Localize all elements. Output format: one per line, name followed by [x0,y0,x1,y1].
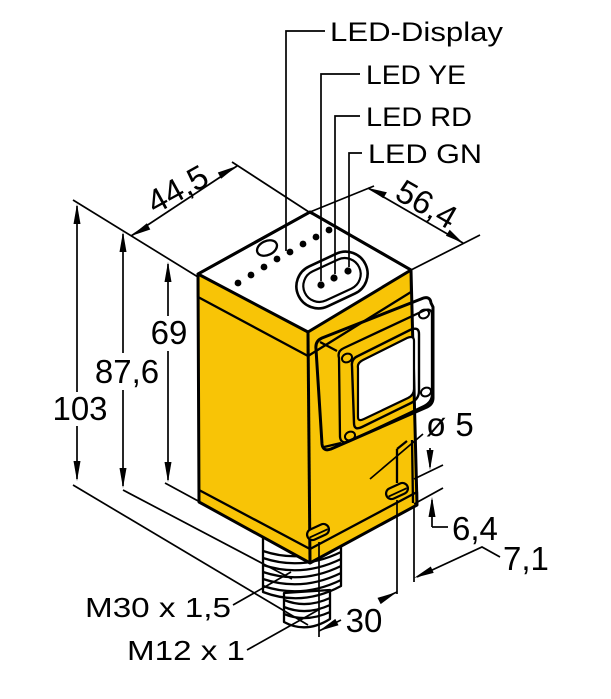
status-led-dots [317,267,352,289]
dimension-arrowheads [73,166,463,631]
led-red-dot [330,274,338,282]
screw-icon [419,386,433,398]
thread-ridge [283,596,331,606]
led-green-dot [344,267,352,275]
led-status-pad [295,250,369,310]
dim-housing-height: 69 [151,314,188,351]
bezel-corner-edge [323,441,342,449]
mounting-slot-left [305,522,331,542]
callout-led-red: LED RD [366,102,472,132]
bezel-corner-edge [319,340,338,353]
top-face-details [234,226,369,310]
slot-center-tick [413,464,444,480]
m12-connector [282,588,332,629]
ext-line-103 [72,484,309,626]
led-gn-leader [348,152,362,267]
ext-line-56-4 [410,234,481,271]
thread-ridge [283,610,331,620]
dim-hole-to-edge: 7,1 [503,540,549,577]
dim-total-height: 103 [52,390,107,427]
bottom-edge-tick [413,487,444,505]
dim-hole-to-bottom: 6,4 [452,510,498,547]
top-reference-line [72,199,199,278]
sensor-device [196,210,435,629]
screw-icon [417,308,431,320]
mounting-slot-right [384,481,410,501]
bezel-face-outline [337,308,434,444]
thread-ridge [262,550,342,565]
sensor-window-bezel [314,296,435,452]
callout-leaders [285,30,362,281]
m30-leader [232,571,292,606]
dimension-lines [72,161,501,651]
screw-icon [340,352,354,364]
dim-hole-spacing: 30 [346,602,383,639]
ext-line-69 [164,482,201,503]
dim-hole-diameter: ø 5 [426,406,474,443]
ext-line-87-6 [122,489,293,580]
dim-line-44-5 [130,165,238,237]
led-rd-leader [334,115,360,274]
led-ye-leader [320,73,360,281]
m12-leader [246,608,321,651]
m30-thread-body [261,535,343,600]
thread-ridge [283,603,331,613]
window-rim [350,327,421,430]
dia5-leader [369,433,424,480]
thread-ridge [262,571,342,586]
ext-line-44-5 [231,161,313,215]
front-vertical-edge [306,331,312,564]
label-mounting-thread: M30 x 1,5 [85,592,231,623]
dim-7-1-leader [416,546,501,578]
dim-top-left-edge: 44,5 [140,157,214,221]
callout-led-display: LED-Display [330,17,504,47]
screw-icon [343,430,357,442]
thread-ridge [262,564,342,579]
led-display-leader [285,30,325,251]
ext-line-56-4 [309,185,375,213]
bezel-plate [314,296,435,452]
callout-led-green: LED GN [368,139,482,169]
dim-top-right-edge: 56,4 [390,172,464,236]
m12-body [282,588,332,629]
housing-left-face [198,274,310,563]
dim-height-to-thread-end: 87,6 [95,353,159,390]
right-face-step-lines [395,439,415,504]
led-yellow-dot [317,281,325,289]
led-display-dot-row [234,226,333,287]
sensor-window [356,335,416,422]
label-connector-thread: M12 x 1 [127,635,245,666]
bezel-screws [340,308,433,442]
callout-led-yellow: LED YE [366,60,466,90]
top-oval-marking [255,239,279,257]
